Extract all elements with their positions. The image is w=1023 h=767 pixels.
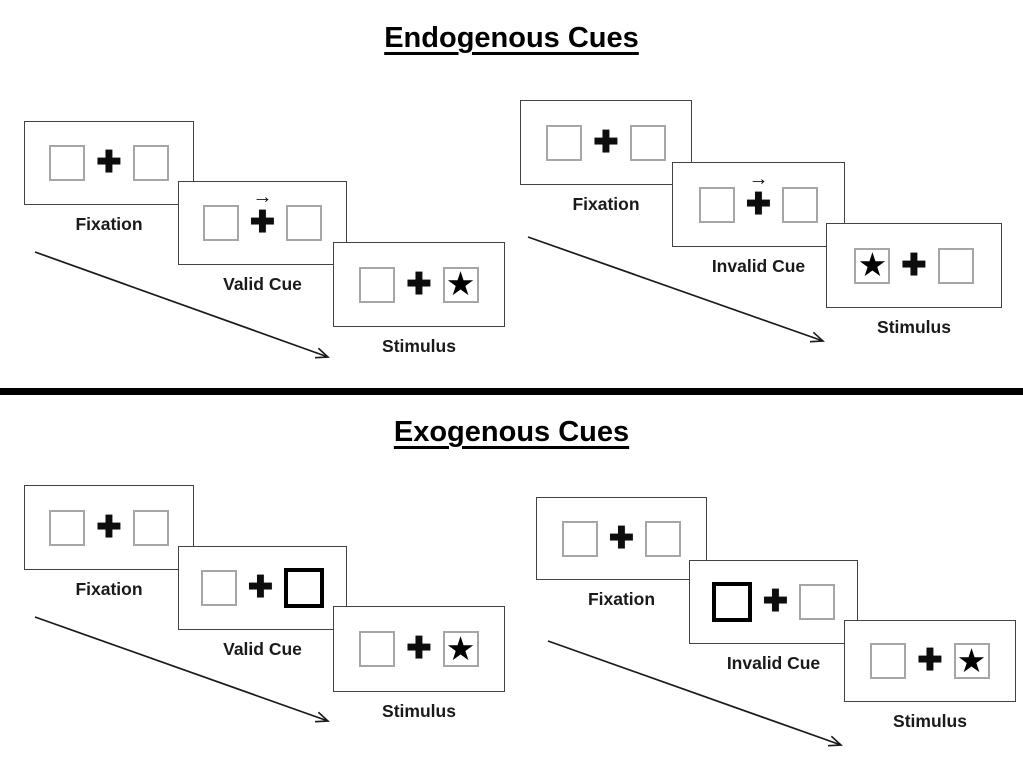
fixation-cross-group: → ✚ bbox=[745, 169, 772, 221]
fixation-panel: ✚ Fixation bbox=[24, 121, 194, 234]
fixation-cross-group: ✚ bbox=[917, 646, 942, 676]
fixation-panel: ✚ Fixation bbox=[24, 485, 194, 599]
panel-label: Invalid Cue bbox=[726, 653, 821, 673]
fixation-cross-group: ✚ bbox=[593, 125, 619, 159]
fixation-cross-group: ✚ bbox=[901, 248, 927, 282]
timeline-arrow bbox=[34, 251, 330, 359]
cued-box-highlight bbox=[711, 582, 752, 622]
fixation-cross-group: ✚ bbox=[406, 634, 431, 664]
panel-label: Fixation bbox=[587, 589, 656, 609]
fixation-cross-icon: ✚ bbox=[96, 146, 122, 179]
panel-label: Stimulus bbox=[382, 336, 456, 356]
placeholder-box-right bbox=[286, 205, 323, 241]
fixation-cross-group: → ✚ bbox=[249, 187, 276, 239]
placeholder-box-right bbox=[629, 124, 666, 161]
star-stimulus-icon: ★ bbox=[445, 265, 476, 302]
fixation-cross-group: ✚ bbox=[96, 148, 121, 178]
placeholder-box-right bbox=[799, 584, 836, 620]
timeline-arrow bbox=[527, 236, 825, 343]
stimulus-panel: ✚ ★ Stimulus bbox=[844, 620, 1016, 731]
panel-label: Fixation bbox=[75, 214, 143, 234]
star-stimulus-icon: ★ bbox=[445, 629, 476, 667]
panel-label: Stimulus bbox=[893, 711, 967, 731]
stimulus-panel: ✚ ★ Stimulus bbox=[333, 606, 505, 721]
cue-arrow-right-icon: → bbox=[748, 167, 769, 190]
invalid-cue-panel: → ✚ Invalid Cue bbox=[672, 162, 845, 276]
fixation-cross-icon: ✚ bbox=[608, 521, 635, 555]
placeholder-box-left bbox=[202, 205, 239, 241]
fixation-cross-icon: ✚ bbox=[247, 571, 274, 604]
timeline-arrow bbox=[547, 640, 843, 747]
section-title-endogenous: Endogenous Cues bbox=[384, 22, 639, 54]
placeholder-box-right bbox=[937, 247, 974, 284]
fixation-cross-icon: ✚ bbox=[901, 248, 927, 282]
placeholder-box-right bbox=[132, 145, 169, 181]
fixation-cross-group: ✚ bbox=[763, 587, 788, 617]
placeholder-box-left bbox=[546, 124, 583, 161]
placeholder-box-right bbox=[782, 186, 819, 223]
panel-label: Valid Cue bbox=[223, 639, 302, 659]
placeholder-box-left bbox=[870, 643, 907, 679]
fixation-cross-icon: ✚ bbox=[917, 644, 943, 677]
valid-cue-panel: → ✚ Valid Cue bbox=[178, 181, 347, 294]
fixation-cross-icon: ✚ bbox=[249, 206, 276, 239]
placeholder-box-left bbox=[561, 520, 598, 557]
fixation-cross-icon: ✚ bbox=[406, 267, 432, 301]
panel-label: Valid Cue bbox=[223, 274, 302, 294]
placeholder-box-left bbox=[359, 266, 396, 303]
invalid-cue-panel: ✚ Invalid Cue bbox=[689, 560, 858, 673]
fixation-cross-icon: ✚ bbox=[406, 632, 432, 665]
fixation-cross-icon: ✚ bbox=[762, 585, 789, 618]
star-target-box: ★ bbox=[442, 629, 479, 667]
placeholder-box-left bbox=[49, 145, 86, 181]
section-divider bbox=[0, 388, 1023, 395]
valid-cue-panel: ✚ Valid Cue bbox=[178, 546, 347, 659]
placeholder-box-right bbox=[132, 509, 169, 546]
panel-label: Invalid Cue bbox=[711, 256, 806, 276]
panel-label: Stimulus bbox=[877, 317, 951, 337]
fixation-cross-icon: ✚ bbox=[593, 125, 619, 159]
placeholder-box-right bbox=[645, 520, 682, 557]
fixation-cross-group: ✚ bbox=[406, 267, 432, 301]
star-target-box: ★ bbox=[854, 246, 891, 284]
timeline-arrow bbox=[34, 616, 330, 723]
placeholder-box-left bbox=[200, 570, 237, 606]
fixation-cross-icon: ✚ bbox=[745, 187, 772, 221]
placeholder-box-left bbox=[359, 631, 396, 667]
panel-label: Fixation bbox=[572, 194, 640, 214]
panel-label: Stimulus bbox=[382, 701, 456, 721]
star-stimulus-icon: ★ bbox=[857, 246, 888, 283]
cue-arrow-right-icon: → bbox=[252, 186, 273, 208]
placeholder-box-left bbox=[49, 509, 86, 546]
section-title-exogenous: Exogenous Cues bbox=[393, 416, 630, 448]
cued-box-highlight bbox=[284, 568, 325, 608]
stimulus-panel: ✚ ★ Stimulus bbox=[333, 242, 505, 356]
fixation-cross-group: ✚ bbox=[248, 573, 273, 603]
fixation-panel: ✚ Fixation bbox=[536, 497, 707, 609]
fixation-panel: ✚ Fixation bbox=[520, 100, 692, 214]
fixation-cross-group: ✚ bbox=[608, 521, 635, 555]
fixation-cross-group: ✚ bbox=[96, 510, 122, 544]
star-stimulus-icon: ★ bbox=[956, 641, 987, 679]
star-target-box: ★ bbox=[442, 265, 479, 303]
star-target-box: ★ bbox=[953, 641, 990, 679]
fixation-cross-icon: ✚ bbox=[96, 510, 122, 544]
stimulus-panel: ★ ✚ Stimulus bbox=[826, 223, 1002, 337]
panel-label: Fixation bbox=[75, 579, 143, 599]
placeholder-box-left bbox=[698, 186, 735, 223]
